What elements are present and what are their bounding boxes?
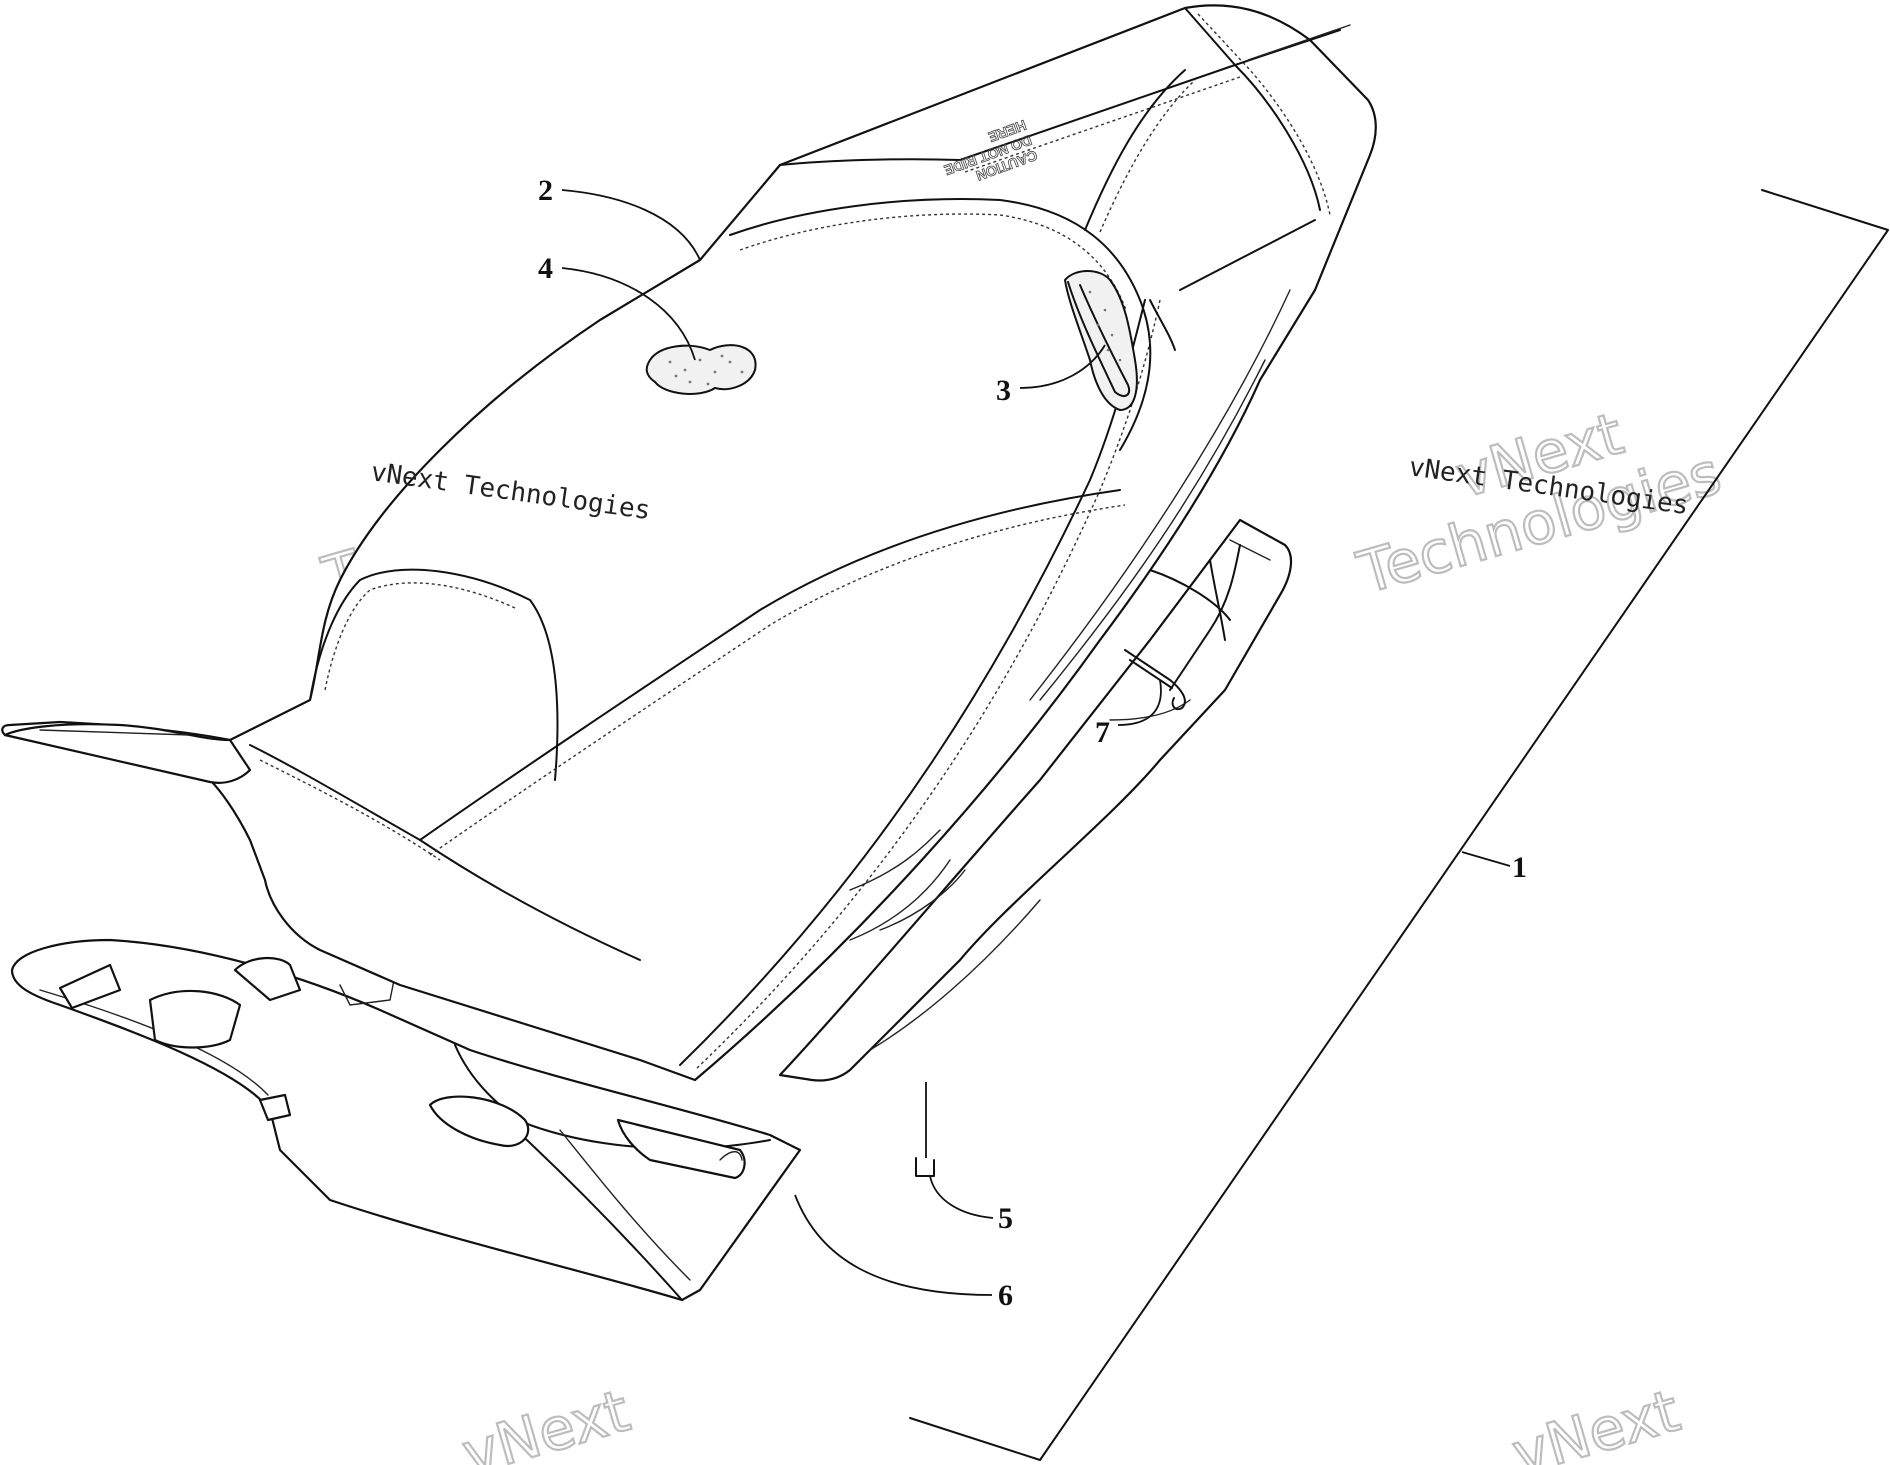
callout-3: 3 (996, 374, 1011, 407)
leader-2 (561, 189, 701, 261)
leader-6 (794, 1194, 993, 1296)
callouts: 2 4 3 7 1 5 6 (538, 174, 1527, 1312)
watermark-outline-bottom-right: vNext (1504, 1375, 1688, 1465)
watermark-outline-word1: vNext (1505, 1376, 1687, 1465)
seat-strap-texture (1088, 290, 1122, 362)
leader-lines (561, 189, 1511, 1296)
seat-strap (1063, 270, 1138, 412)
leader-4 (561, 267, 696, 361)
leader-7 (1117, 679, 1162, 726)
leader-5 (929, 1175, 994, 1219)
latch-wire (1124, 649, 1186, 711)
watermark-outline-bottom-left: vNext (454, 1375, 638, 1465)
seat-cover: CAUTION DO NOT RIDE HERE (1, 4, 1377, 1082)
foam-pad-texture (668, 354, 744, 386)
callout-1: 1 (1512, 851, 1527, 884)
clip (915, 1157, 935, 1177)
assembly-bracket (909, 189, 1889, 1461)
foam-pad (645, 344, 757, 395)
watermark-outline-word1: vNext (455, 1376, 637, 1465)
callout-6: 6 (998, 1279, 1013, 1312)
callout-4: 4 (538, 252, 553, 285)
leader-1 (1461, 851, 1511, 867)
callout-7: 7 (1095, 716, 1110, 749)
leader-3 (1019, 344, 1106, 389)
callout-2: 2 (538, 174, 553, 207)
seat-base (10, 518, 1293, 1302)
callout-5: 5 (998, 1202, 1013, 1235)
